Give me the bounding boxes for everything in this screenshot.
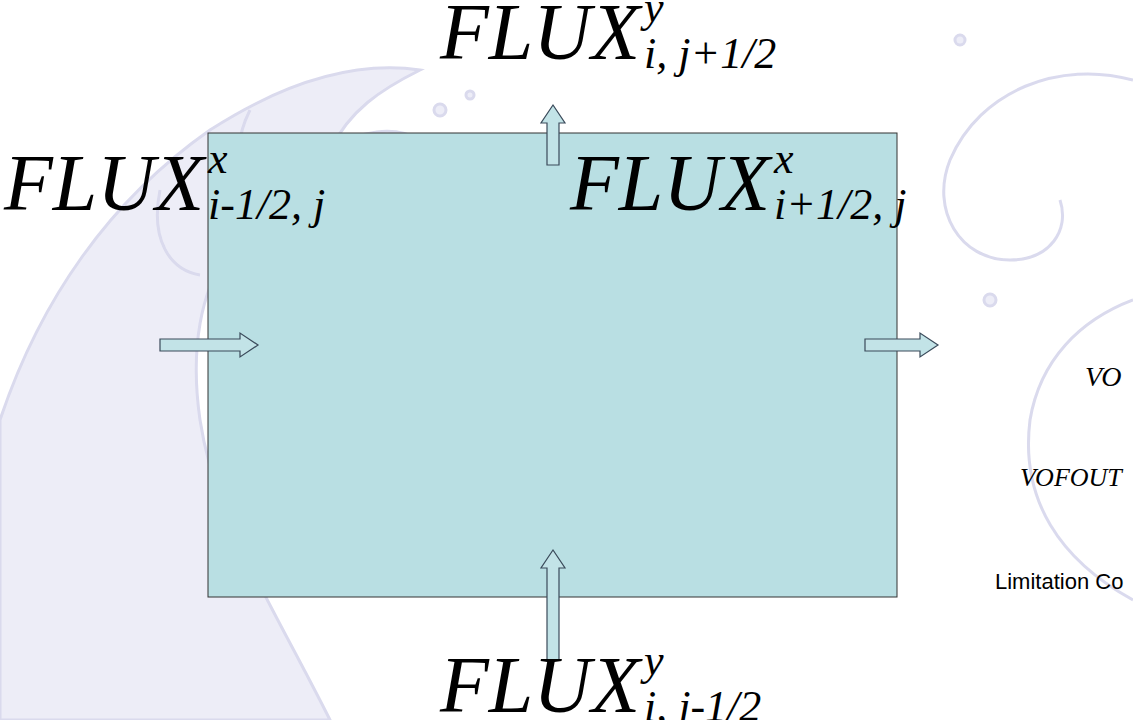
flux-symbol: FLUX xyxy=(440,0,640,72)
flux-superscript: x xyxy=(208,137,228,181)
flux-arrow-top xyxy=(541,105,565,165)
flux-arrows xyxy=(160,105,938,660)
flux-arrow-left xyxy=(160,333,258,357)
side-note: VO xyxy=(1085,363,1122,391)
flux-symbol: FLUX xyxy=(570,143,770,223)
flux-subscript: i-1/2, j xyxy=(208,183,325,227)
flux-superscript: y xyxy=(644,0,664,30)
flux-arrow-right xyxy=(865,333,938,357)
flux-symbol: FLUX xyxy=(4,143,204,223)
flux-superscript: x xyxy=(774,137,794,181)
flux-subscript: i+1/2, j xyxy=(774,183,906,227)
flux-superscript: y xyxy=(644,639,664,683)
side-note: Limitation Co xyxy=(995,571,1123,593)
side-note: VOFOUT xyxy=(1020,465,1122,491)
flux-subscript: i, j-1/2 xyxy=(644,685,761,720)
flux-symbol: FLUX xyxy=(440,645,640,720)
wave-watermark xyxy=(0,35,1133,720)
flux-subscript: i, j+1/2 xyxy=(644,32,776,76)
flux-arrow-bottom xyxy=(541,550,565,660)
